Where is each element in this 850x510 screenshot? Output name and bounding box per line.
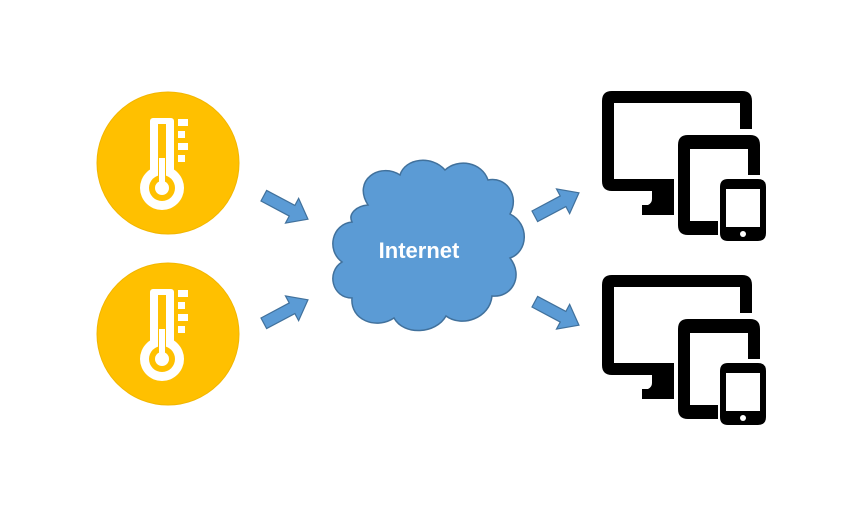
arrow-cloud-to-device-bottom [527,288,587,339]
device-group-bottom [602,275,770,429]
sensor-node-bottom [96,262,240,406]
sensor-node-top [96,91,240,235]
arrow-cloud-to-device-top [527,179,587,230]
multi-device-icon [602,91,770,245]
arrow-sensor-top-to-cloud [256,182,316,233]
arrow-sensor-bottom-to-cloud [256,286,316,337]
cloud-label: Internet [379,238,460,263]
multi-device-icon [602,275,770,429]
cloud-shape [332,159,525,332]
internet-cloud: Internet [332,159,525,332]
device-group-top [602,91,770,245]
